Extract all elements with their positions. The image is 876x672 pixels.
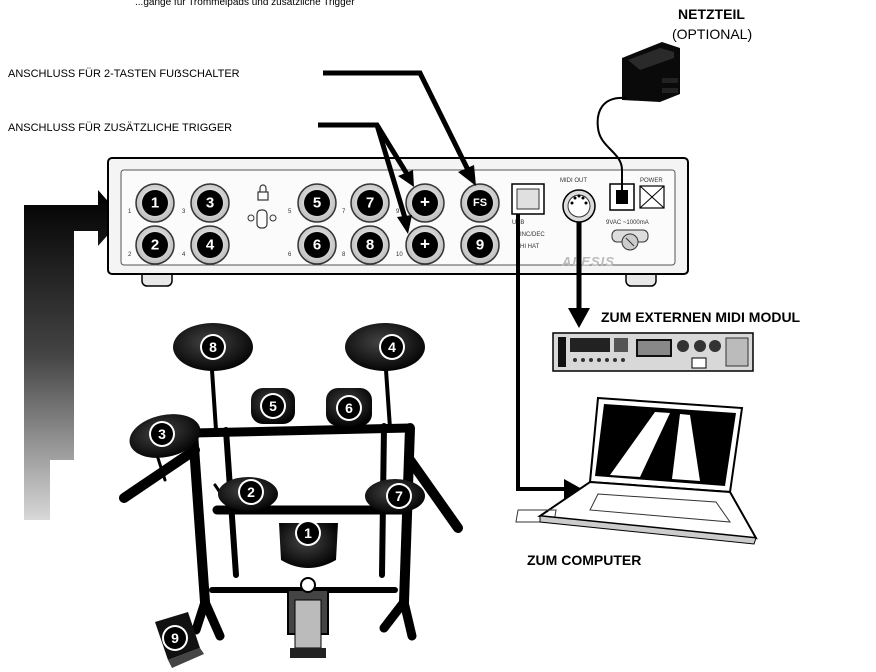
extra-trigger-label: ANSCHLUSS FÜR ZUSÄTZLICHE TRIGGER — [8, 122, 232, 134]
pad-9: 9 — [155, 612, 204, 668]
pad-1: 1 — [279, 520, 338, 568]
pad-7: 7 — [365, 479, 425, 513]
jack-5: 5 — [297, 183, 337, 223]
jack-1-label: 1 — [151, 195, 159, 212]
jack-2: 2 — [135, 225, 175, 265]
jack-plus-bottom-label: + — [420, 235, 430, 254]
svg-text:3: 3 — [182, 209, 186, 215]
pad-6: 6 — [326, 388, 372, 426]
svg-text:8: 8 — [342, 252, 346, 258]
jack-9: 9 — [460, 225, 500, 265]
jack-3: 3 — [190, 183, 230, 223]
midi-out-port: MIDI OUT — [560, 178, 596, 223]
cable-clip — [611, 229, 649, 251]
svg-text:5: 5 — [288, 209, 292, 215]
svg-text:9: 9 — [396, 209, 400, 215]
jack-plus-bottom: + — [405, 225, 445, 265]
alesis-interface: 1 3 2 4 5 — [107, 157, 689, 287]
trigger-flow-arrow — [24, 190, 123, 520]
pad-9-label: 9 — [171, 630, 179, 646]
jack-8: 8 — [350, 225, 390, 265]
svg-text:6: 6 — [288, 252, 292, 258]
security-slot — [247, 209, 277, 229]
jack-fs-label: FS — [473, 197, 487, 209]
svg-text:1: 1 — [128, 209, 132, 215]
jack-4: 4 — [190, 225, 230, 265]
computer-label: ZUM COMPUTER — [527, 552, 641, 568]
usb-to-computer-line — [516, 214, 582, 499]
power-adapter-icon — [622, 42, 680, 102]
pad-5: 5 — [251, 388, 295, 424]
pad-8: 8 — [173, 323, 253, 371]
laptop-icon — [515, 396, 758, 545]
midi-out-label: MIDI OUT — [560, 178, 587, 184]
midi-to-module-line — [568, 222, 590, 328]
callout-arrows — [318, 70, 471, 219]
jack-1: 1 — [135, 183, 175, 223]
midi-module-icon — [552, 332, 754, 372]
optional-label: (OPTIONAL) — [672, 26, 752, 42]
jack-3-label: 3 — [206, 195, 214, 212]
voltage-label: 9VAC ~1000mA — [606, 220, 649, 226]
fs-connector-label: ANSCHLUSS FÜR 2-TASTEN FUẞSCHALTER — [8, 68, 240, 80]
svg-text:2: 2 — [128, 252, 132, 258]
jack-4-label: 4 — [206, 237, 215, 254]
jack-plus-top: + — [405, 183, 445, 223]
pad-2: 2 — [218, 477, 278, 511]
midi-module-label: ZUM EXTERNEN MIDI MODUL — [601, 309, 801, 325]
jack-plus-top-label: + — [420, 193, 430, 212]
jack-7: 7 — [350, 183, 390, 223]
pad-7-label: 7 — [395, 488, 403, 504]
jack-7-label: 7 — [366, 195, 374, 212]
jack-5-label: 5 — [313, 195, 321, 212]
svg-text:4: 4 — [182, 252, 186, 258]
arrowheads — [397, 165, 476, 234]
svg-text:10: 10 — [396, 252, 403, 258]
pad-3-label: 3 — [158, 426, 166, 442]
hi-hat-label: HI HAT — [520, 244, 540, 250]
netzteil-label: NETZTEIL — [678, 6, 745, 22]
jack-8-label: 8 — [366, 237, 374, 254]
jack-9-label: 9 — [476, 237, 484, 254]
pad-5-label: 5 — [269, 398, 277, 414]
pad-8-label: 8 — [209, 339, 217, 355]
pad-2-label: 2 — [247, 484, 255, 500]
jack-6-label: 6 — [313, 237, 321, 254]
power-switch: POWER — [639, 178, 665, 209]
power-cable — [596, 96, 627, 190]
jack-6: 6 — [297, 225, 337, 265]
lock-icon — [257, 184, 269, 201]
pad-3: 3 — [129, 414, 201, 458]
kick-pedal — [287, 577, 329, 658]
usb-port: USB — [511, 183, 545, 226]
jack-fs: FS — [460, 183, 500, 223]
power-label: POWER — [640, 178, 663, 184]
alesis-logo: ALESIS — [561, 254, 615, 269]
pad-4: 4 — [345, 323, 425, 371]
pad-1-label: 1 — [304, 525, 312, 541]
jack-2-label: 2 — [151, 237, 159, 254]
svg-text:7: 7 — [342, 209, 346, 215]
inc-dec-label: INC/DEC — [520, 232, 545, 238]
pad-4-label: 4 — [388, 339, 396, 355]
top-caption: ...gänge für Trommelpads und zusätzliche… — [135, 0, 355, 8]
pad-6-label: 6 — [345, 400, 353, 416]
